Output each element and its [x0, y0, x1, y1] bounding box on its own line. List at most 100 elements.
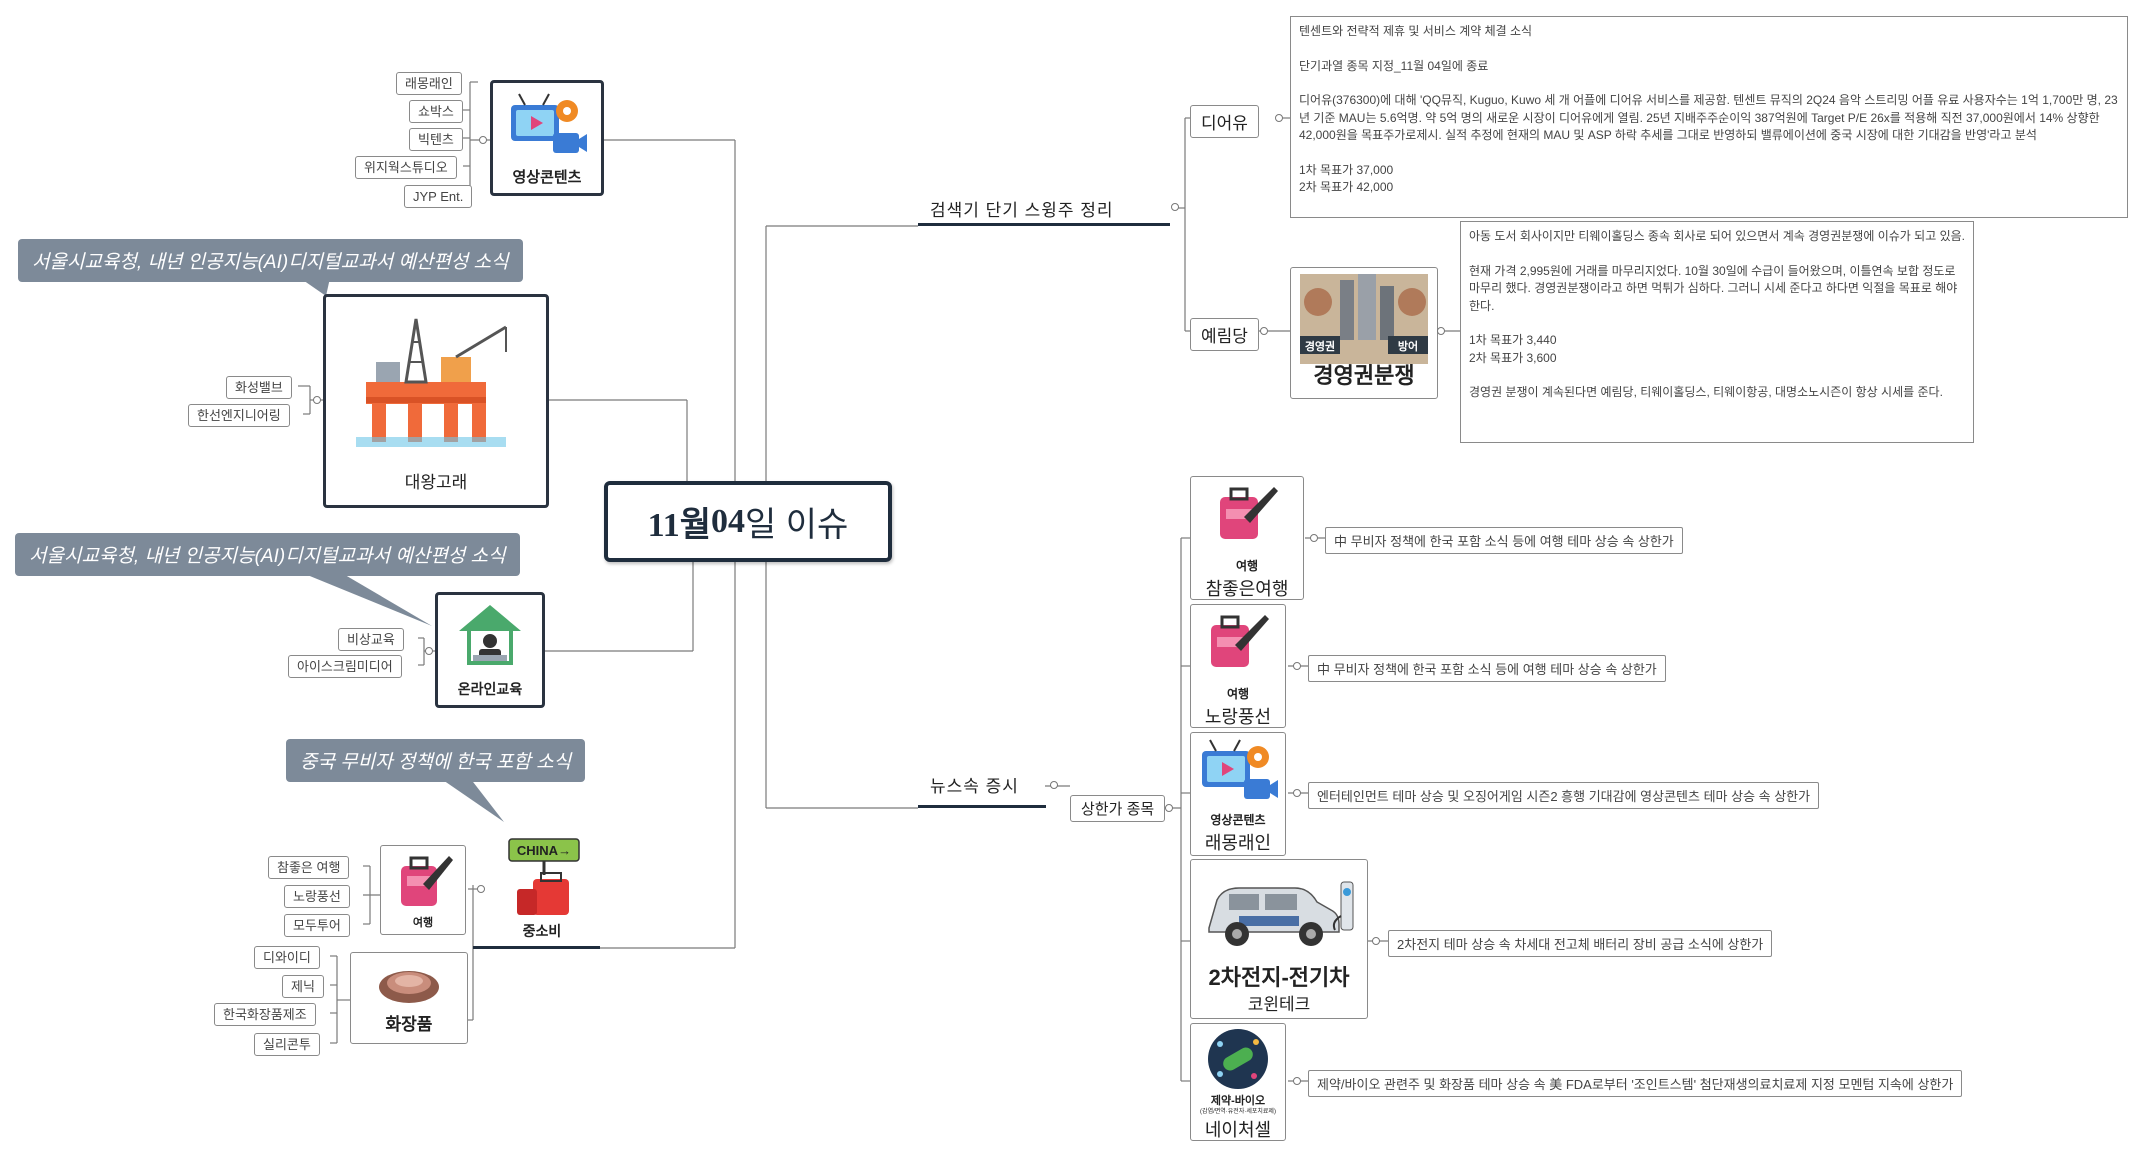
collapse-dot[interactable]: [313, 396, 321, 404]
leaf-video-stock-1[interactable]: 래몽래인: [396, 72, 462, 95]
leaf-whale-stock-1[interactable]: 화성밸브: [226, 376, 292, 399]
theme-online-label: 온라인교육: [457, 681, 523, 697]
collapse-dot[interactable]: [1293, 1077, 1301, 1085]
leaf-video-stock-2[interactable]: 쇼박스: [409, 100, 463, 123]
upper-limit-stock-4-name: 코윈테크: [1247, 995, 1311, 1014]
note-yerim-line: 2차 목표가 3,600: [1469, 350, 1557, 365]
note-dio-line: 2차 목표가 42,000: [1299, 180, 1394, 194]
callout-whale: 서울시교육청, 내년 인공지능(AI)디지털교과서 예산편성 소식: [18, 239, 523, 282]
upper-limit-stock-1-name: 참좋은여행: [1205, 579, 1289, 599]
upper-limit-stock-5-subcap: (감염/면역·유전자·세포치료제): [1200, 1109, 1276, 1115]
upper-limit-stock-1[interactable]: 여행 참좋은여행: [1190, 476, 1304, 600]
note-yerim: 아동 도서 회사이지만 티웨이홀딩스 종속 회사로 되어 있으면서 계속 경영권…: [1460, 221, 1974, 443]
upper-limit-reason-3: 엔터테인먼트 테마 상승 및 오징어게임 시즌2 흥행 기대감에 영상콘텐츠 테…: [1308, 782, 1820, 809]
collapse-dot[interactable]: [1310, 534, 1318, 542]
leaf-cosmetic-stock-1[interactable]: 디와이디: [254, 946, 320, 969]
upper-limit-topic[interactable]: 상한가 종목: [1070, 795, 1166, 822]
callout-china: 중국 무비자 정책에 한국 포함 소식: [286, 739, 586, 782]
leaf-video-stock-4[interactable]: 위지웍스튜디오: [355, 156, 457, 179]
image-text-right: 방어: [1398, 339, 1418, 353]
theme-video-contents[interactable]: 영상콘텐츠: [490, 80, 604, 196]
theme-video-label: 영상콘텐츠: [512, 169, 582, 186]
leaf-online-stock-2[interactable]: 아이스크림미디어: [288, 655, 402, 678]
theme-china-label: 중소비: [522, 923, 562, 939]
collapse-dot[interactable]: [1165, 804, 1173, 812]
upper-limit-reason-5: 제약/바이오 관련주 및 화장품 테마 상승 속 美 FDA로부터 '조인트스템…: [1308, 1070, 1963, 1097]
leaf-video-stock-5[interactable]: JYP Ent.: [404, 185, 473, 208]
online-education-icon: [459, 605, 521, 665]
yerim-image-caption: 경영권분쟁: [1313, 363, 1415, 388]
note-dio-line: 1차 목표가 37,000: [1299, 162, 1394, 177]
note-dio: 텐센트와 전략적 제휴 및 서비스 계약 체결 소식 단기과열 종목 지정_11…: [1290, 16, 2128, 218]
upper-limit-stock-2[interactable]: 여행 노랑풍선: [1190, 604, 1286, 728]
upper-limit-stock-3[interactable]: 영상콘텐츠 래몽래인: [1190, 732, 1286, 856]
leaf-cosmetic-stock-2[interactable]: 제닉: [282, 975, 324, 998]
leaf-travel-stock-1[interactable]: 참좋은 여행: [268, 856, 350, 879]
sub-theme-cosmetics[interactable]: 화장품: [350, 952, 468, 1044]
collapse-dot[interactable]: [1372, 937, 1380, 945]
note-yerim-line: [1469, 367, 1965, 384]
note-dio-line: 텐센트와 전략적 제휴 및 서비스 계약 체결 소식: [1299, 24, 1533, 38]
collapse-dot[interactable]: [1260, 327, 1268, 335]
upper-limit-reason-1: 中 무비자 정책에 한국 포함 소식 등에 여행 테마 상승 속 상한가: [1325, 527, 1683, 554]
branch-news-label[interactable]: 뉴스속 증시: [930, 777, 1019, 796]
upper-limit-stock-4-cap: 2차전지-전기차: [1208, 965, 1350, 990]
leaf-video-stock-3[interactable]: 빅텐츠: [409, 128, 463, 151]
callout-pointer: [440, 778, 504, 822]
collapse-dot[interactable]: [479, 136, 487, 144]
cosmetic-compact-icon: [379, 971, 439, 1003]
pharma-bio-icon: [1208, 1029, 1268, 1089]
note-dio-line: [1299, 75, 2119, 92]
branch-news-underline: [918, 805, 1046, 808]
callout-pointer: [300, 572, 432, 626]
collapse-dot[interactable]: [1171, 203, 1179, 211]
leaf-whale-stock-2[interactable]: 한선엔지니어링: [188, 404, 290, 427]
upper-limit-stock-4[interactable]: 2차전지-전기차 코윈테크: [1190, 859, 1368, 1019]
note-yerim-line: [1469, 246, 1965, 263]
sub-theme-travel[interactable]: 여행: [380, 845, 466, 935]
theme-daewang-gorae[interactable]: 대왕고래: [323, 294, 549, 508]
video-tv-icon: [511, 93, 587, 153]
collapse-dot[interactable]: [1437, 327, 1445, 335]
leaf-travel-stock-3[interactable]: 모두투어: [284, 914, 350, 937]
note-yerim-line: 1차 목표가 3,440: [1469, 333, 1557, 347]
travel-suitcase-icon: [1220, 487, 1278, 539]
note-yerim-line: 경영권 분쟁이 계속된다면 예림당, 티웨이홀딩스, 티웨이항공, 대명소노시즌…: [1469, 385, 1943, 399]
upper-limit-stock-5-cap: 제약-바이오: [1210, 1095, 1266, 1107]
stock-dio[interactable]: 디어유: [1190, 105, 1259, 138]
theme-online-education[interactable]: 온라인교육: [435, 592, 545, 708]
root-title-day: 04: [711, 502, 746, 540]
upper-limit-stock-3-cap: 영상콘텐츠: [1210, 813, 1266, 827]
leaf-cosmetic-stock-4[interactable]: 실리콘투: [254, 1033, 320, 1056]
china-sign-text: CHINA→: [517, 843, 571, 858]
collapse-dot[interactable]: [1050, 781, 1058, 789]
sub-theme-travel-label: 여행: [412, 917, 434, 929]
sub-theme-cosmetics-label: 화장품: [385, 1015, 433, 1034]
note-yerim-line: 아동 도서 회사이지만 티웨이홀딩스 종속 회사로 되어 있으면서 계속 경영권…: [1469, 229, 1965, 243]
travel-suitcase-icon: [1211, 615, 1269, 667]
upper-limit-reason-4: 2차전지 테마 상승 속 차세대 전고체 배터리 장비 공급 소식에 상한가: [1388, 930, 1773, 957]
note-yerim-line: 현재 가격 2,995원에 거래를 마무리지었다. 10월 30일에 수급이 들…: [1469, 263, 1958, 313]
china-underline: [473, 946, 600, 949]
note-yerim-line: [1469, 315, 1965, 332]
video-tv-icon: [1202, 739, 1278, 799]
collapse-dot[interactable]: [425, 647, 433, 655]
branch-search-label[interactable]: 검색기 단기 스윙주 정리: [930, 201, 1114, 220]
theme-china-consumption[interactable]: CHINA→ 중소비: [497, 835, 587, 945]
china-luggage-icon: CHINA→: [508, 838, 580, 915]
root-title-rest: 일 이슈: [745, 506, 849, 544]
leaf-travel-stock-2[interactable]: 노랑풍선: [284, 885, 350, 908]
upper-limit-stock-5[interactable]: 제약-바이오 (감염/면역·유전자·세포치료제) 네이처셀: [1190, 1023, 1286, 1141]
leaf-online-stock-1[interactable]: 비상교육: [338, 628, 404, 651]
upper-limit-stock-1-cap: 여행: [1235, 559, 1259, 573]
leaf-cosmetic-stock-3[interactable]: 한국화장품제조: [214, 1003, 316, 1026]
electric-car-icon: [1208, 881, 1354, 946]
oil-rig-icon: [356, 318, 507, 447]
collapse-dot[interactable]: [1293, 662, 1301, 670]
stock-yerim[interactable]: 예림당: [1190, 318, 1259, 351]
yerim-image-node[interactable]: 경영권 방어 경영권분쟁: [1290, 267, 1438, 399]
collapse-dot[interactable]: [1293, 789, 1301, 797]
collapse-dot[interactable]: [477, 885, 485, 893]
collapse-dot[interactable]: [1275, 114, 1283, 122]
